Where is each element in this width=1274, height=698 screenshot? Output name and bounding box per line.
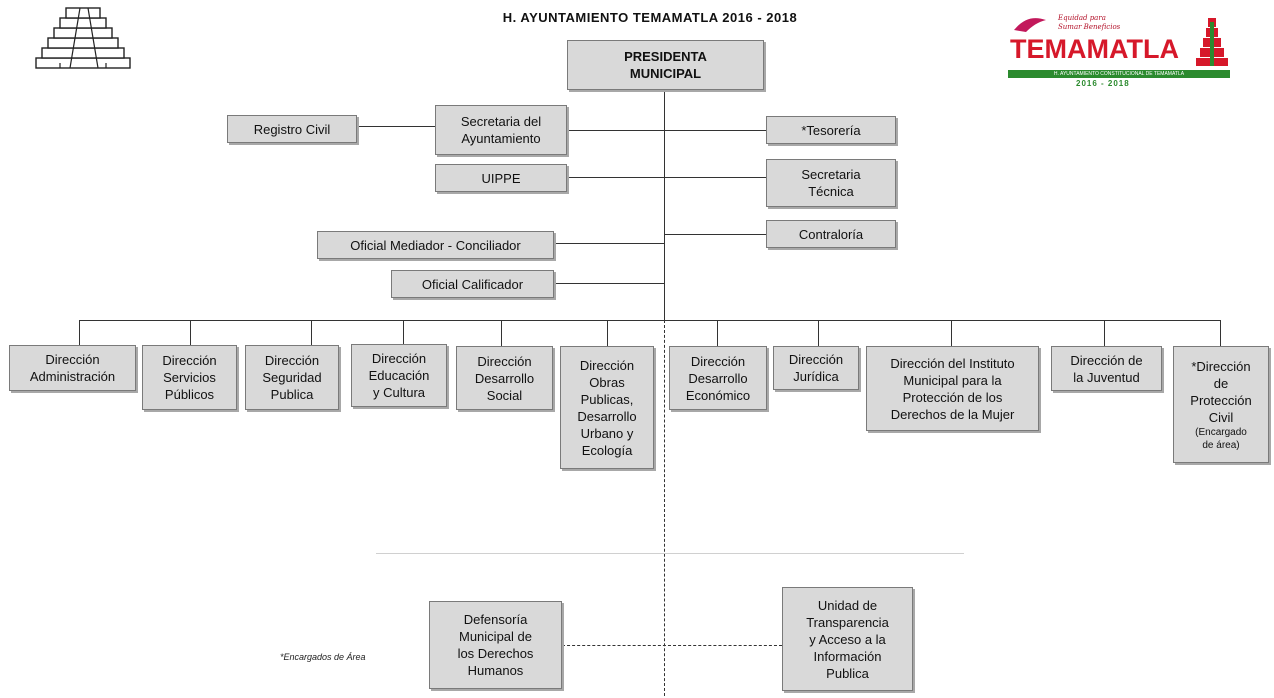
- oficial-calificador-box: Oficial Calificador: [391, 270, 554, 298]
- dashed-main-connector: [664, 320, 665, 696]
- drop-servicios: [190, 320, 191, 345]
- registro-civil-box: Registro Civil: [227, 115, 357, 143]
- direccion-servicios-publicos-box: Dirección Servicios Públicos: [142, 345, 237, 410]
- temamatla-logo: Equidad para Sumar Beneficios TEMAMATLA …: [1006, 12, 1232, 96]
- proteccion-civil-label: *Dirección de Protección Civil: [1190, 358, 1252, 425]
- oficial-mediador-box: Oficial Mediador - Conciliador: [317, 231, 554, 259]
- uippe-box: UIPPE: [435, 164, 567, 192]
- secretaria-tecnica-box: Secretaria Técnica: [766, 159, 896, 207]
- registro-connector: [356, 126, 436, 127]
- contraloria-connector: [664, 234, 766, 235]
- logo-wordmark: TEMAMATLA: [1010, 34, 1179, 64]
- pyramid-icon: [1196, 18, 1228, 66]
- direccion-seguridad-publica-box: Dirección Seguridad Publica: [245, 345, 339, 410]
- direccion-instituto-mujer-box: Dirección del Instituto Municipal para l…: [866, 346, 1039, 431]
- drop-economico: [717, 320, 718, 346]
- drop-juventud: [1104, 320, 1105, 346]
- logo-band: H. AYUNTAMIENTO CONSTITUCIONAL DE TEMAMA…: [1008, 70, 1230, 78]
- direccion-desarrollo-economico-box: Dirección Desarrollo Económico: [669, 346, 767, 410]
- drop-seguridad: [311, 320, 312, 345]
- drop-obras: [607, 320, 608, 346]
- calificador-connector: [554, 283, 664, 284]
- main-connector: [664, 90, 665, 320]
- drop-proteccion: [1220, 320, 1221, 346]
- presidenta-municipal-box: PRESIDENTA MUNICIPAL: [567, 40, 764, 90]
- drop-mujer: [951, 320, 952, 346]
- pyramid-logo-icon: [30, 4, 134, 75]
- direccion-desarrollo-social-box: Dirección Desarrollo Social: [456, 346, 553, 410]
- contraloria-box: Contraloría: [766, 220, 896, 248]
- drop-juridica: [818, 320, 819, 346]
- chart-title: H. AYUNTAMIENTO TEMAMATLA 2016 - 2018: [502, 10, 798, 25]
- logo-slogan: Equidad para Sumar Beneficios: [1058, 14, 1121, 31]
- footnote: *Encargados de Área: [280, 652, 366, 662]
- direccion-educacion-cultura-box: Dirección Educación y Cultura: [351, 344, 447, 407]
- dashed-bottom-connector: [562, 645, 782, 646]
- logo-years: 2016 - 2018: [1076, 79, 1130, 88]
- drop-educacion: [403, 320, 404, 344]
- bird-icon: [1014, 18, 1046, 32]
- mediador-connector: [554, 243, 664, 244]
- secretaria-tesoreria-connector: [566, 130, 766, 131]
- direccion-juridica-box: Dirección Jurídica: [773, 346, 859, 390]
- secretaria-ayuntamiento-box: Secretaria del Ayuntamiento: [435, 105, 567, 155]
- defensoria-box: Defensoría Municipal de los Derechos Hum…: [429, 601, 562, 689]
- separator-line: [376, 553, 964, 554]
- direccion-obras-publicas-box: Dirección Obras Publicas, Desarrollo Urb…: [560, 346, 654, 469]
- drop-administracion: [79, 320, 80, 345]
- direccion-juventud-box: Dirección de la Juventud: [1051, 346, 1162, 391]
- uippe-tecnica-connector: [566, 177, 766, 178]
- direcciones-bus: [79, 320, 1221, 321]
- direccion-administracion-box: Dirección Administración: [9, 345, 136, 391]
- transparencia-box: Unidad de Transparencia y Acceso a la In…: [782, 587, 913, 691]
- direccion-proteccion-civil-box: *Dirección de Protección Civil (Encargad…: [1173, 346, 1269, 463]
- drop-desarrollo-social: [501, 320, 502, 346]
- proteccion-civil-note: (Encargado de área): [1195, 426, 1247, 451]
- tesoreria-box: *Tesorería: [766, 116, 896, 144]
